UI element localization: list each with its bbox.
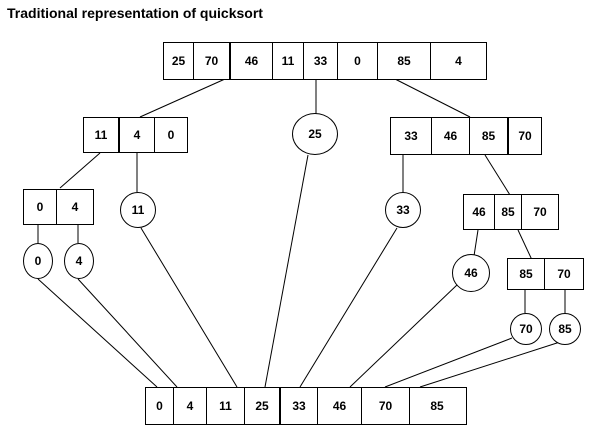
array-cell: 70: [362, 388, 410, 424]
edge-rr-pivot-46: [473, 229, 479, 257]
array-cell: 70: [518, 129, 532, 143]
array-cell: 85: [378, 43, 431, 79]
array-cell: 85: [495, 195, 522, 229]
edge-final-70: [384, 337, 513, 388]
pivot-node-85: 85: [549, 313, 581, 345]
array-cell: 46: [464, 195, 495, 229]
array-cell: 4: [455, 54, 462, 68]
array-root: 25 70 46 11 33 0 85 4: [163, 42, 487, 80]
pivot-node-11: 11: [120, 192, 156, 228]
edge-final-25: [264, 154, 309, 388]
array-cell: 25: [245, 388, 281, 424]
edge-left-leftleft: [59, 152, 101, 189]
edge-final-46: [349, 283, 459, 388]
array-cell: 46: [231, 43, 273, 79]
array-cell: 0: [146, 388, 174, 424]
pivot-node-33: 33: [385, 192, 421, 228]
edge-final-11: [140, 227, 238, 388]
pivot-node-70: 70: [510, 313, 542, 345]
pivot-node-4: 4: [64, 243, 94, 279]
array-cell: 85: [508, 259, 545, 289]
array-right-right-right: 85 70: [507, 258, 584, 290]
edge-root-right: [394, 78, 471, 118]
edge-final-33: [299, 227, 398, 388]
array-cell: 4: [120, 118, 155, 152]
array-cell: 25: [164, 43, 194, 79]
array-cell: 33: [391, 118, 432, 154]
edge-root-left: [139, 78, 226, 118]
pivot-node-0: 0: [23, 243, 53, 279]
edge-final-85: [419, 341, 561, 388]
array-cell: 33: [281, 388, 318, 424]
pivot-node-25: 25: [292, 113, 338, 155]
array-left: 11 4 0: [83, 117, 188, 153]
array-right: 33 46 85 70: [390, 117, 542, 155]
array-cell: 0: [338, 43, 378, 79]
array-cell: 4: [174, 388, 207, 424]
array-cell: 0: [24, 190, 57, 224]
array-sorted-result: 0 4 11 25 33 46 70 85: [145, 387, 467, 425]
array-left-left: 0 4: [23, 189, 94, 225]
edge-rr-rrr: [517, 229, 533, 261]
array-cell: 85: [430, 399, 444, 413]
diagram-title: Traditional representation of quicksort: [7, 5, 263, 21]
array-cell: 46: [432, 118, 470, 154]
pivot-node-46: 46: [452, 254, 490, 292]
array-cell: 46: [318, 388, 362, 424]
array-cell: 4: [71, 200, 79, 214]
array-cell: 85: [470, 118, 509, 154]
edge-right-rightright: [484, 154, 511, 196]
array-cell: 11: [273, 43, 304, 79]
array-cell: 11: [84, 118, 120, 152]
array-cell: 33: [304, 43, 338, 79]
array-cell: 11: [207, 388, 245, 424]
array-cell: 70: [557, 267, 571, 281]
array-cell: 70: [533, 205, 547, 219]
edge-final-0: [37, 278, 158, 388]
array-right-right: 46 85 70: [463, 194, 559, 230]
edge-final-4: [77, 278, 178, 388]
array-cell: 0: [167, 128, 175, 142]
array-cell: 70: [194, 43, 231, 79]
